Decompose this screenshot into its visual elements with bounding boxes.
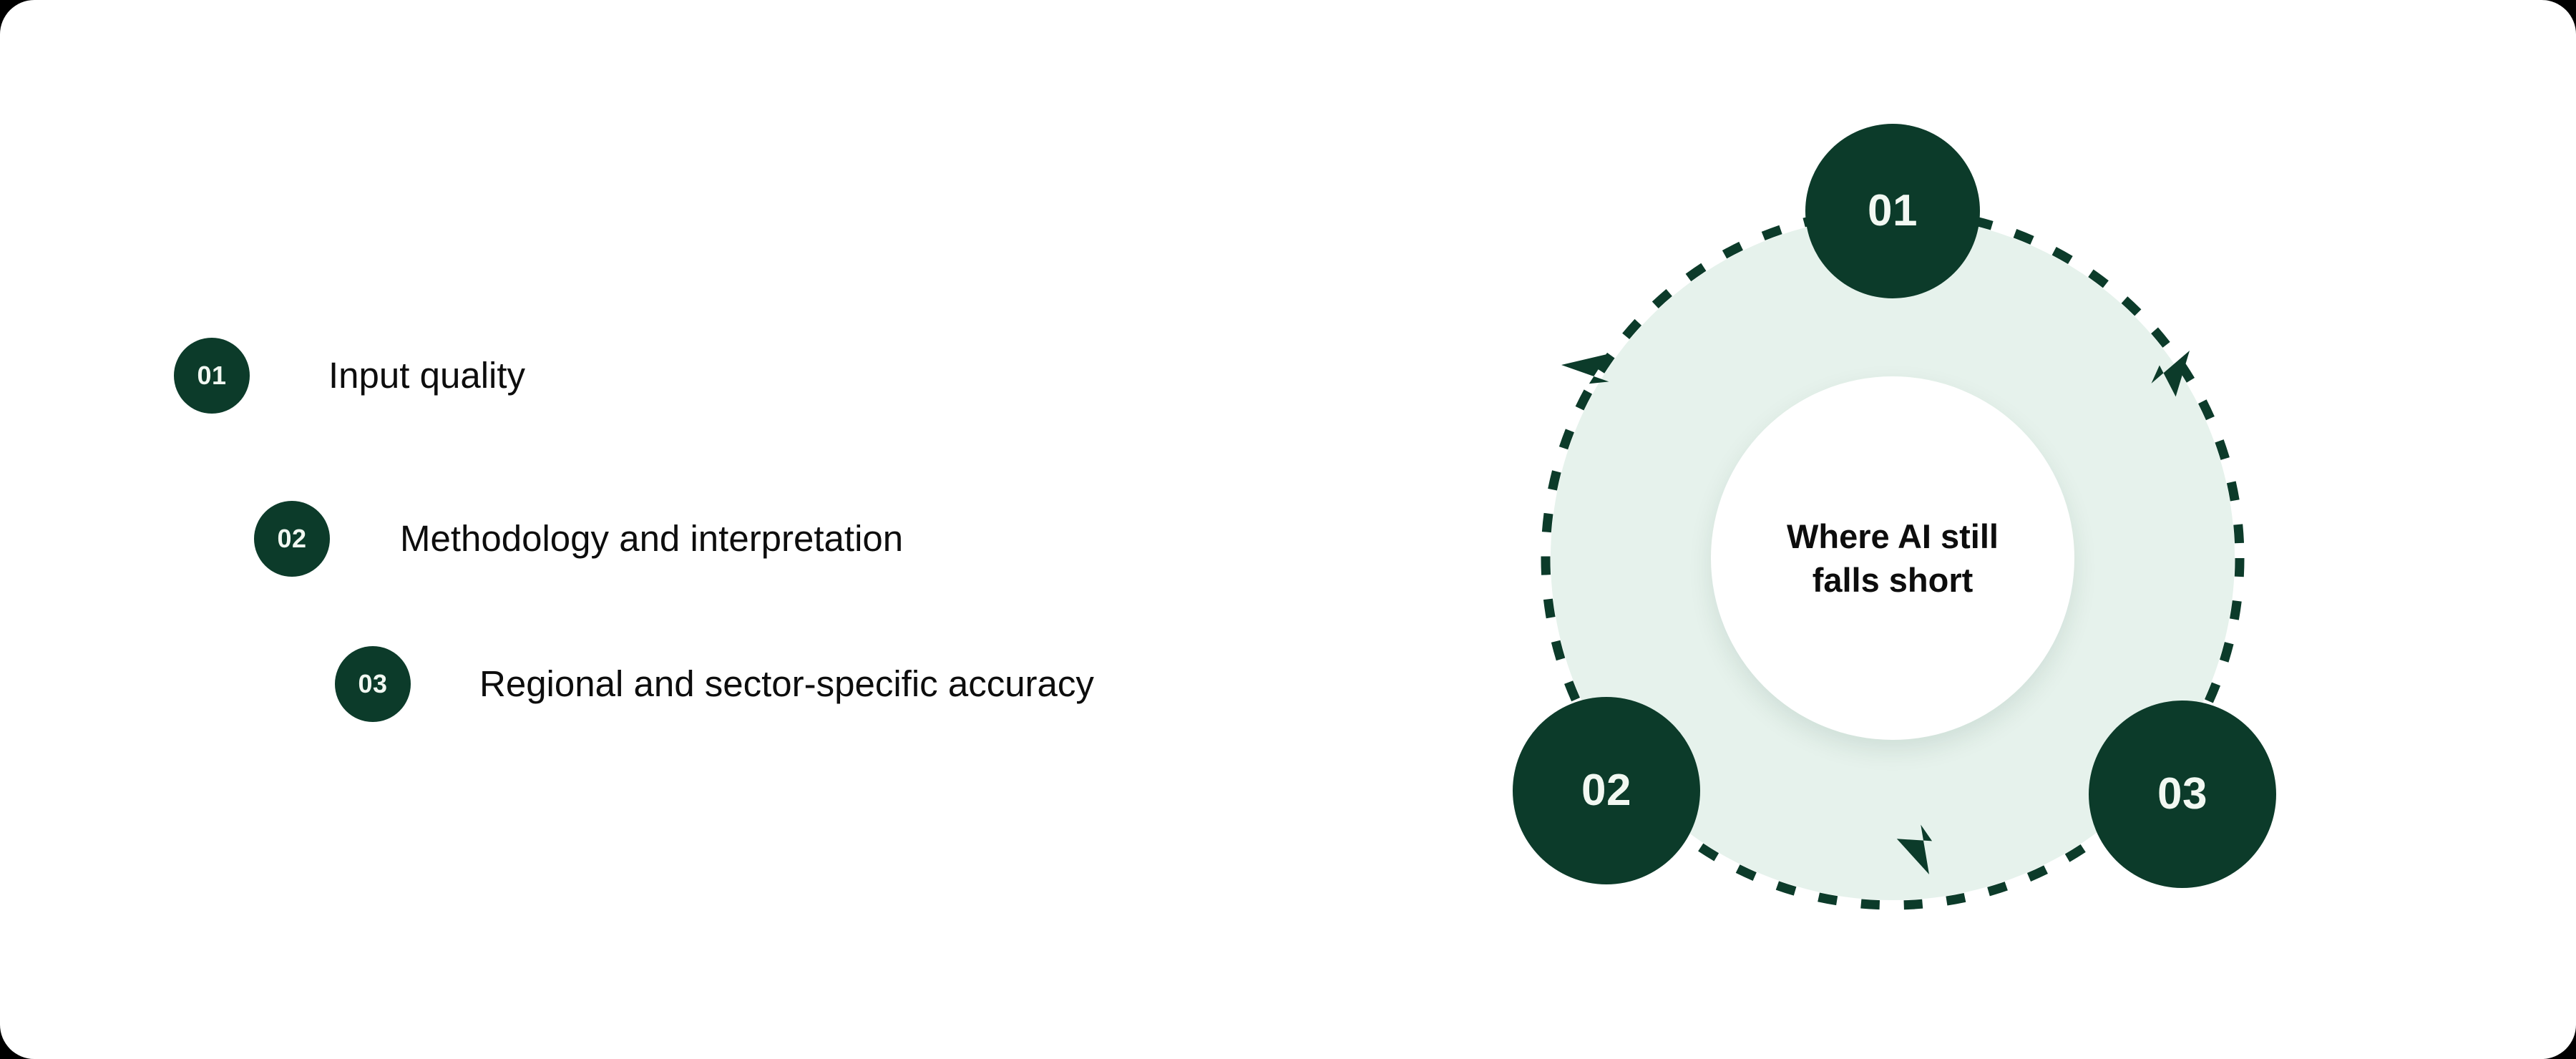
list-badge-label: 01 [197, 361, 227, 390]
cycle-diagram: Where AI still falls short 01 02 03 [1474, 43, 2318, 973]
list-badge-02: 02 [254, 501, 330, 577]
cycle-node-01: 01 [1805, 124, 1980, 298]
list-badge-label: 02 [277, 524, 307, 553]
cycle-center-hub: Where AI still falls short [1711, 376, 2074, 740]
cycle-node-label: 03 [2157, 769, 2207, 819]
cycle-node-03: 03 [2089, 701, 2276, 888]
cycle-node-label: 01 [1868, 186, 1918, 235]
cycle-node-02: 02 [1513, 697, 1700, 884]
cycle-node-label: 02 [1581, 766, 1631, 815]
arrowhead-right [2151, 351, 2190, 397]
cycle-center-title: Where AI still falls short [1787, 517, 1999, 599]
arrowhead-bottom [1896, 824, 1933, 874]
list-item-label: Methodology and interpretation [400, 517, 904, 559]
list-item: 02 Methodology and interpretation [254, 501, 903, 577]
arrowhead-left [1561, 353, 1609, 384]
list-item-label: Input quality [328, 354, 526, 396]
list-badge-label: 03 [358, 669, 388, 698]
list-badge-03: 03 [335, 646, 411, 722]
list-item-label: Regional and sector-specific accuracy [479, 663, 1094, 704]
numbered-list: 01 Input quality 02 Methodology and inte… [174, 338, 1094, 722]
list-item: 03 Regional and sector-specific accuracy [335, 646, 1094, 722]
list-badge-01: 01 [174, 338, 250, 414]
list-item: 01 Input quality [174, 338, 525, 414]
